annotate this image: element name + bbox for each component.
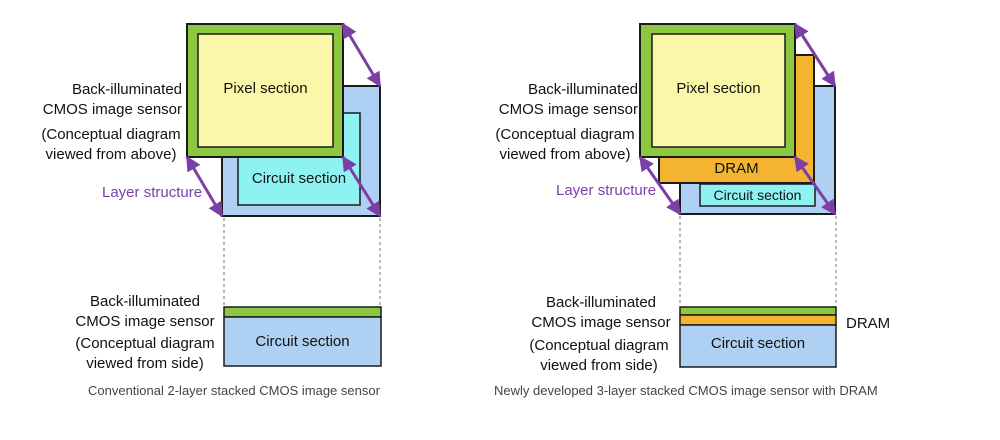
left-arrow-bottom-right (341, 155, 382, 218)
left-side-note: (Conceptual diagram viewed from side) (75, 335, 215, 372)
right-dram-label: DRAM (714, 160, 759, 177)
left-above-note: (Conceptual diagram viewed from above) (41, 126, 181, 163)
right-side-circuit (679, 324, 837, 368)
left-arrow-top-right (341, 22, 382, 88)
right-pixel-section-label: Pixel section (676, 80, 761, 97)
right-above-note: (Conceptual diagram viewed from above) (495, 126, 635, 163)
left-arrow-bottom-left (185, 155, 224, 218)
right-arrow-bottom-left (638, 155, 682, 216)
right-side-dram-label: DRAM (846, 315, 891, 332)
right-caption: Newly developed 3-layer stacked CMOS ima… (494, 383, 878, 398)
right-side-pixel-strip (679, 306, 837, 316)
left-caption: Conventional 2-layer stacked CMOS image … (88, 383, 380, 398)
left-sensor-label: Back-illuminated CMOS image sensor (42, 81, 182, 118)
left-side-circuit (223, 316, 382, 367)
left-side-circuit-label: Circuit section (255, 333, 350, 350)
right-circuit-section-label: Circuit section (713, 187, 802, 203)
left-pixel-section-label: Pixel section (223, 80, 308, 97)
right-side-dram-strip (679, 314, 837, 326)
right-arrow-bottom-right (793, 155, 837, 216)
right-side-view (679, 306, 837, 368)
left-top-view (185, 22, 382, 218)
right-side-sensor-label: Back-illuminated CMOS image sensor (531, 294, 671, 331)
left-layer-structure-label: Layer structure (102, 184, 203, 201)
right-sensor-label: Back-illuminated CMOS image sensor (498, 81, 638, 118)
left-side-view (223, 306, 382, 367)
left-circuit-section-label: Circuit section (251, 170, 347, 187)
left-pixel-section-box (197, 33, 334, 148)
right-side-note: (Conceptual diagram viewed from side) (529, 337, 669, 374)
right-arrow-top-right (793, 22, 837, 88)
left-side-sensor-label: Back-illuminated CMOS image sensor (75, 293, 215, 330)
right-top-view (638, 22, 837, 216)
right-layer-structure-label: Layer structure (556, 182, 657, 199)
left-side-pixel-strip (223, 306, 382, 318)
right-pixel-section-box (651, 33, 786, 148)
right-side-circuit-label: Circuit section (710, 335, 806, 352)
